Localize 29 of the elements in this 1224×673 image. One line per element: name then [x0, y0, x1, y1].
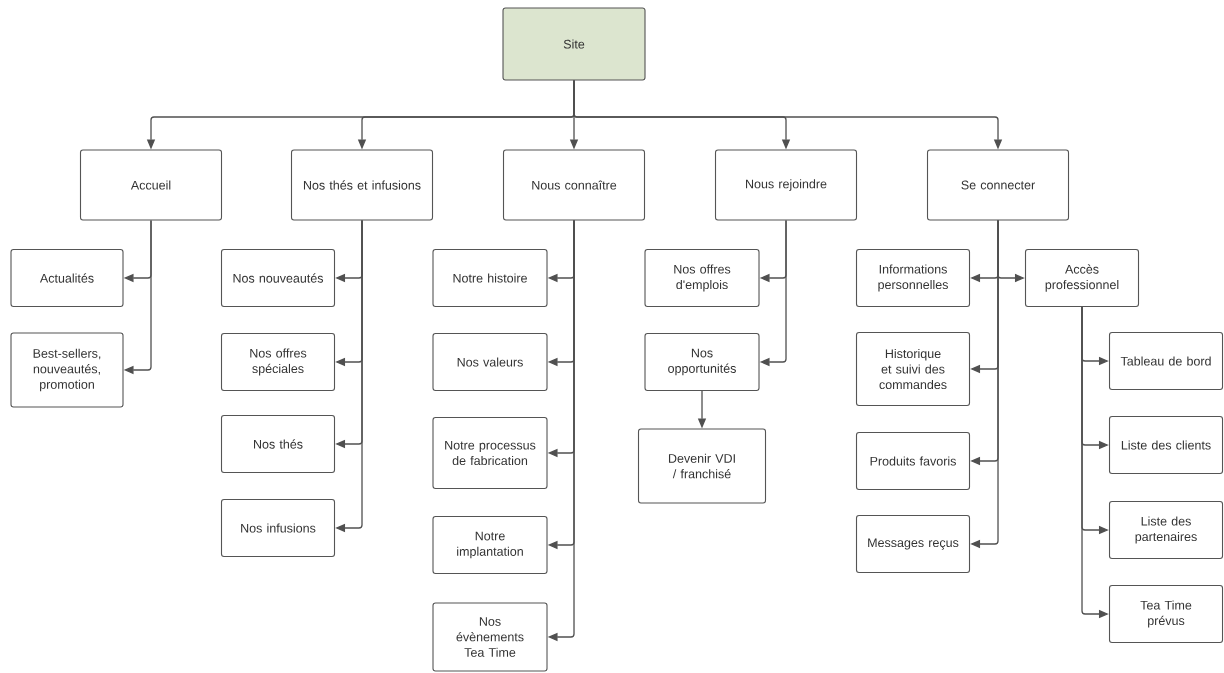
page-box: Notre histoire — [432, 248, 548, 308]
page-box: Nos offres d'emplois — [644, 248, 760, 308]
page-box: Tableau de bord — [1108, 331, 1224, 391]
page-box: Tea Time prévus — [1108, 584, 1224, 644]
page-box: Nos infusions — [220, 498, 336, 558]
page-box: Nous connaître — [502, 149, 646, 221]
page-box: Nos opportunités — [644, 332, 760, 392]
page-box: Messages reçus — [855, 514, 971, 574]
page-box: Best-sellers, nouveautés, promotion — [10, 332, 124, 408]
page-box: Nos évènements Tea Time — [432, 602, 548, 672]
page-box: Devenir VDI / franchisé — [637, 428, 767, 504]
page-box: Notre implantation — [432, 515, 548, 575]
page-box: Nous rejoindre — [714, 149, 858, 221]
page-box: Notre processus de fabrication — [432, 416, 548, 490]
page-box: Produits favoris — [855, 431, 971, 491]
page-box: Nos offres spéciales — [220, 332, 336, 392]
page-box: Accès professionnel — [1024, 248, 1140, 308]
page-box: Nos valeurs — [432, 332, 548, 392]
page-box: Se connecter — [926, 149, 1070, 221]
page-box: Actualités — [10, 248, 124, 308]
page-box: Nos thés — [220, 414, 336, 474]
page-box: Liste des clients — [1108, 415, 1224, 475]
page-box: Liste des partenaires — [1108, 500, 1224, 560]
page-box: Historique et suivi des commandes — [855, 331, 971, 407]
root-box: Site — [502, 7, 646, 81]
page-box: Accueil — [79, 149, 223, 221]
page-box: Informations personnelles — [855, 248, 971, 308]
page-box: Nos nouveautés — [220, 248, 336, 308]
page-box: Nos thés et infusions — [290, 149, 434, 221]
